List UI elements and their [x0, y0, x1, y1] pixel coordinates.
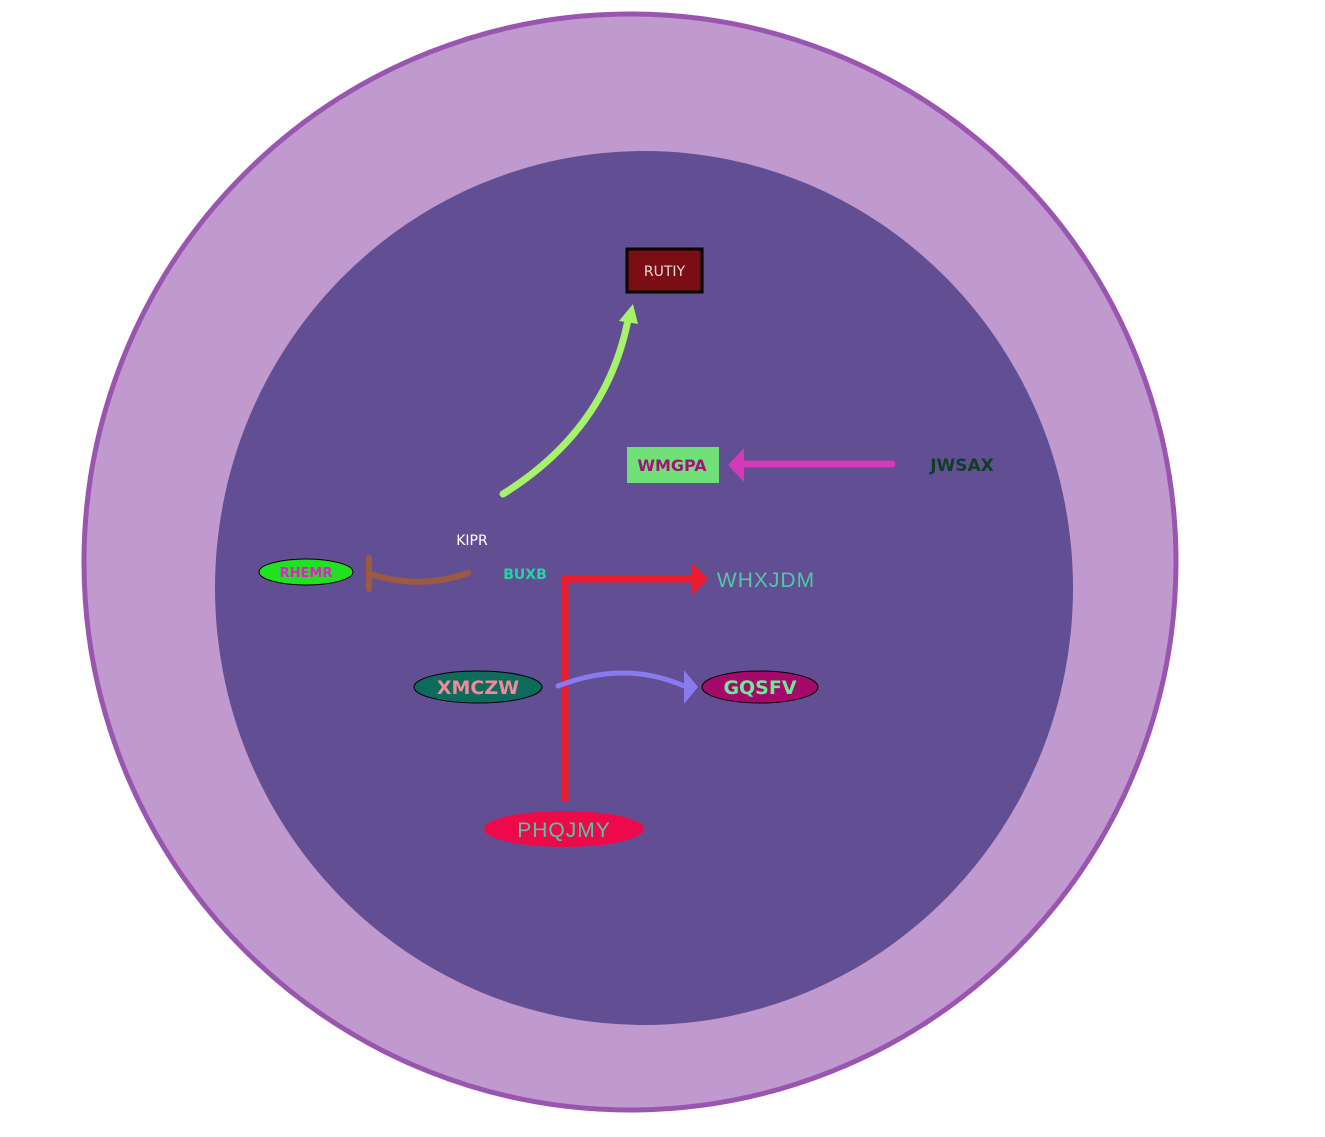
activation-arrow-phqjmy-whxjdm: [561, 575, 694, 801]
node-wmgpa[interactable]: WMGPA: [627, 447, 719, 483]
node-rhemr[interactable]: RHEMR: [258, 558, 354, 586]
edge-buxb-to-rhemr: [366, 555, 471, 592]
kipr-label: KIPR: [456, 533, 488, 549]
wmgpa-box: [627, 447, 719, 483]
activation-arrow-xmczw-gqsfv: [555, 670, 687, 689]
gqsfv-label: GQSFV: [723, 677, 796, 699]
inhibition-arrow-buxb-rhemr: [367, 570, 471, 585]
rhemr-label: RHEMR: [280, 566, 333, 581]
node-buxb[interactable]: BUXB: [503, 567, 547, 583]
gqsfv-ellipse: [701, 670, 819, 704]
phqjmy-label: PHQJMY: [517, 819, 611, 842]
arrowhead-jwsax-wmgpa: [728, 448, 744, 482]
node-rutiy[interactable]: RUTIY: [625, 247, 704, 294]
xmczw-label: XMCZW: [437, 677, 519, 699]
node-phqjmy[interactable]: PHQJMY: [484, 811, 644, 847]
buxb-label: BUXB: [503, 567, 547, 583]
rutiy-box: [625, 247, 704, 294]
node-kipr[interactable]: KIPR: [456, 533, 488, 549]
whxjdm-label: WHXJDM: [717, 569, 815, 592]
node-jwsax[interactable]: JWSAX: [929, 456, 994, 476]
edge-phqjmy-to-whxjdm: [561, 563, 708, 801]
node-gqsfv[interactable]: GQSFV: [701, 670, 819, 704]
inner-compartment: [215, 151, 1073, 1025]
xmczw-ellipse: [413, 670, 543, 704]
rutiy-label: RUTIY: [644, 264, 686, 280]
edge-jwsax-to-wmgpa: [728, 448, 896, 482]
wmgpa-label: WMGPA: [637, 456, 707, 475]
edge-xmczw-to-gqsfv: [555, 670, 698, 704]
phqjmy-ellipse: [484, 811, 644, 847]
jwsax-label: JWSAX: [929, 456, 994, 476]
rhemr-ellipse: [258, 558, 354, 586]
arrowhead-xmczw-gqsfv: [684, 670, 698, 704]
arrowhead-kipr-rutiy: [619, 304, 638, 324]
activation-arrow-kipr-rutiy: [499, 316, 632, 498]
arrowhead-phqjmy-whxjdm: [692, 563, 708, 595]
node-whxjdm[interactable]: WHXJDM: [717, 569, 815, 592]
node-xmczw[interactable]: XMCZW: [413, 670, 543, 704]
edge-kipr-to-rutiy: [499, 304, 638, 498]
